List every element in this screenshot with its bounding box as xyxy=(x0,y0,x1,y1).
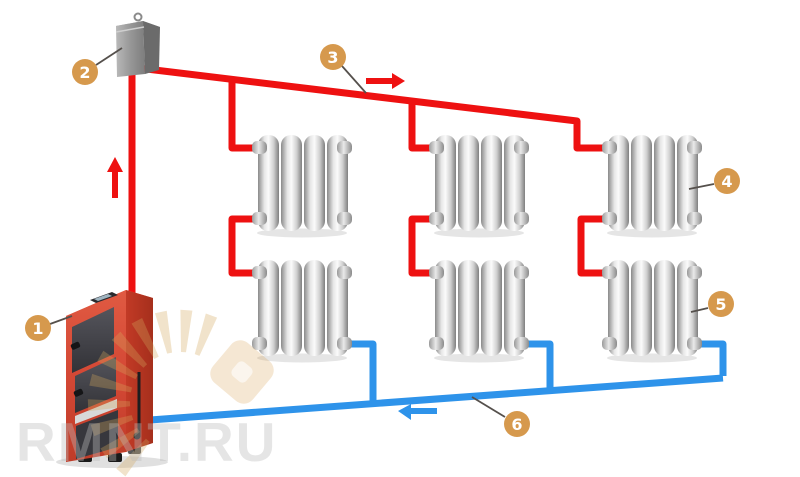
radiator-top-1 xyxy=(252,135,352,238)
radiator-bottom-1 xyxy=(252,260,352,363)
callout-2-number: 2 xyxy=(79,63,90,82)
expansion-tank xyxy=(115,12,160,77)
callout-2: 2 xyxy=(72,47,123,85)
callout-3-leader xyxy=(341,65,367,94)
callout-6-number: 6 xyxy=(511,415,522,434)
inter-radiator-link-3 xyxy=(577,215,611,277)
callout-2-circle xyxy=(72,59,98,85)
callout-6-leader xyxy=(471,396,506,418)
flow-arrows xyxy=(107,73,437,420)
radiators xyxy=(252,135,702,363)
callout-4: 4 xyxy=(688,168,740,194)
radiator-top-3 xyxy=(602,135,702,238)
tank-lid-seam xyxy=(115,26,145,33)
callout-6: 6 xyxy=(471,396,530,437)
callout-1-circle xyxy=(25,315,51,341)
callout-6-circle xyxy=(504,411,530,437)
radiator-drop-pipe-2 xyxy=(408,101,438,152)
callouts: 1 2 3 4 5 6 xyxy=(25,44,740,437)
return-main-pipe xyxy=(149,374,724,424)
callout-1-number: 1 xyxy=(32,319,43,338)
flow-left-arrow-icon xyxy=(398,404,437,420)
callout-4-leader xyxy=(688,183,715,190)
boiler-control-display xyxy=(94,294,112,301)
boiler-door-middle-handle xyxy=(73,388,84,397)
callout-4-number: 4 xyxy=(721,172,732,191)
radiator-bottom-2 xyxy=(429,260,529,363)
boiler-foot-middle xyxy=(108,453,122,462)
callout-5-circle xyxy=(708,291,734,317)
watermark-emblem xyxy=(210,340,274,404)
callout-3-circle xyxy=(320,44,346,70)
supply-main-pipe xyxy=(129,63,611,152)
callout-1: 1 xyxy=(25,315,73,341)
callout-2-leader xyxy=(95,47,123,66)
callout-4-circle xyxy=(714,168,740,194)
flow-up-arrow-icon xyxy=(107,157,123,198)
tank-front-face xyxy=(116,21,145,77)
radiator-drop-pipe-1 xyxy=(228,79,261,152)
radiator-bottom-3 xyxy=(602,260,702,363)
callout-5-leader xyxy=(690,307,709,313)
flow-right-arrow-icon xyxy=(366,73,405,89)
watermark-text: RMNT.RU xyxy=(16,411,277,473)
radiator-top-2 xyxy=(429,135,529,238)
callout-3-number: 3 xyxy=(327,48,338,67)
tank-side-face xyxy=(143,21,160,74)
boiler-door-top-handle xyxy=(70,341,81,350)
callout-1-leader xyxy=(49,315,73,325)
watermark-logo xyxy=(87,309,274,477)
callout-5-number: 5 xyxy=(715,295,726,314)
supply-pipes xyxy=(128,63,611,294)
return-branch-1 xyxy=(341,340,377,402)
callout-3: 3 xyxy=(320,44,367,94)
tank-lifting-ring-icon xyxy=(133,12,143,22)
inter-radiator-link-2 xyxy=(408,215,438,277)
inter-radiator-link-1 xyxy=(228,215,261,277)
callout-5: 5 xyxy=(690,291,734,317)
